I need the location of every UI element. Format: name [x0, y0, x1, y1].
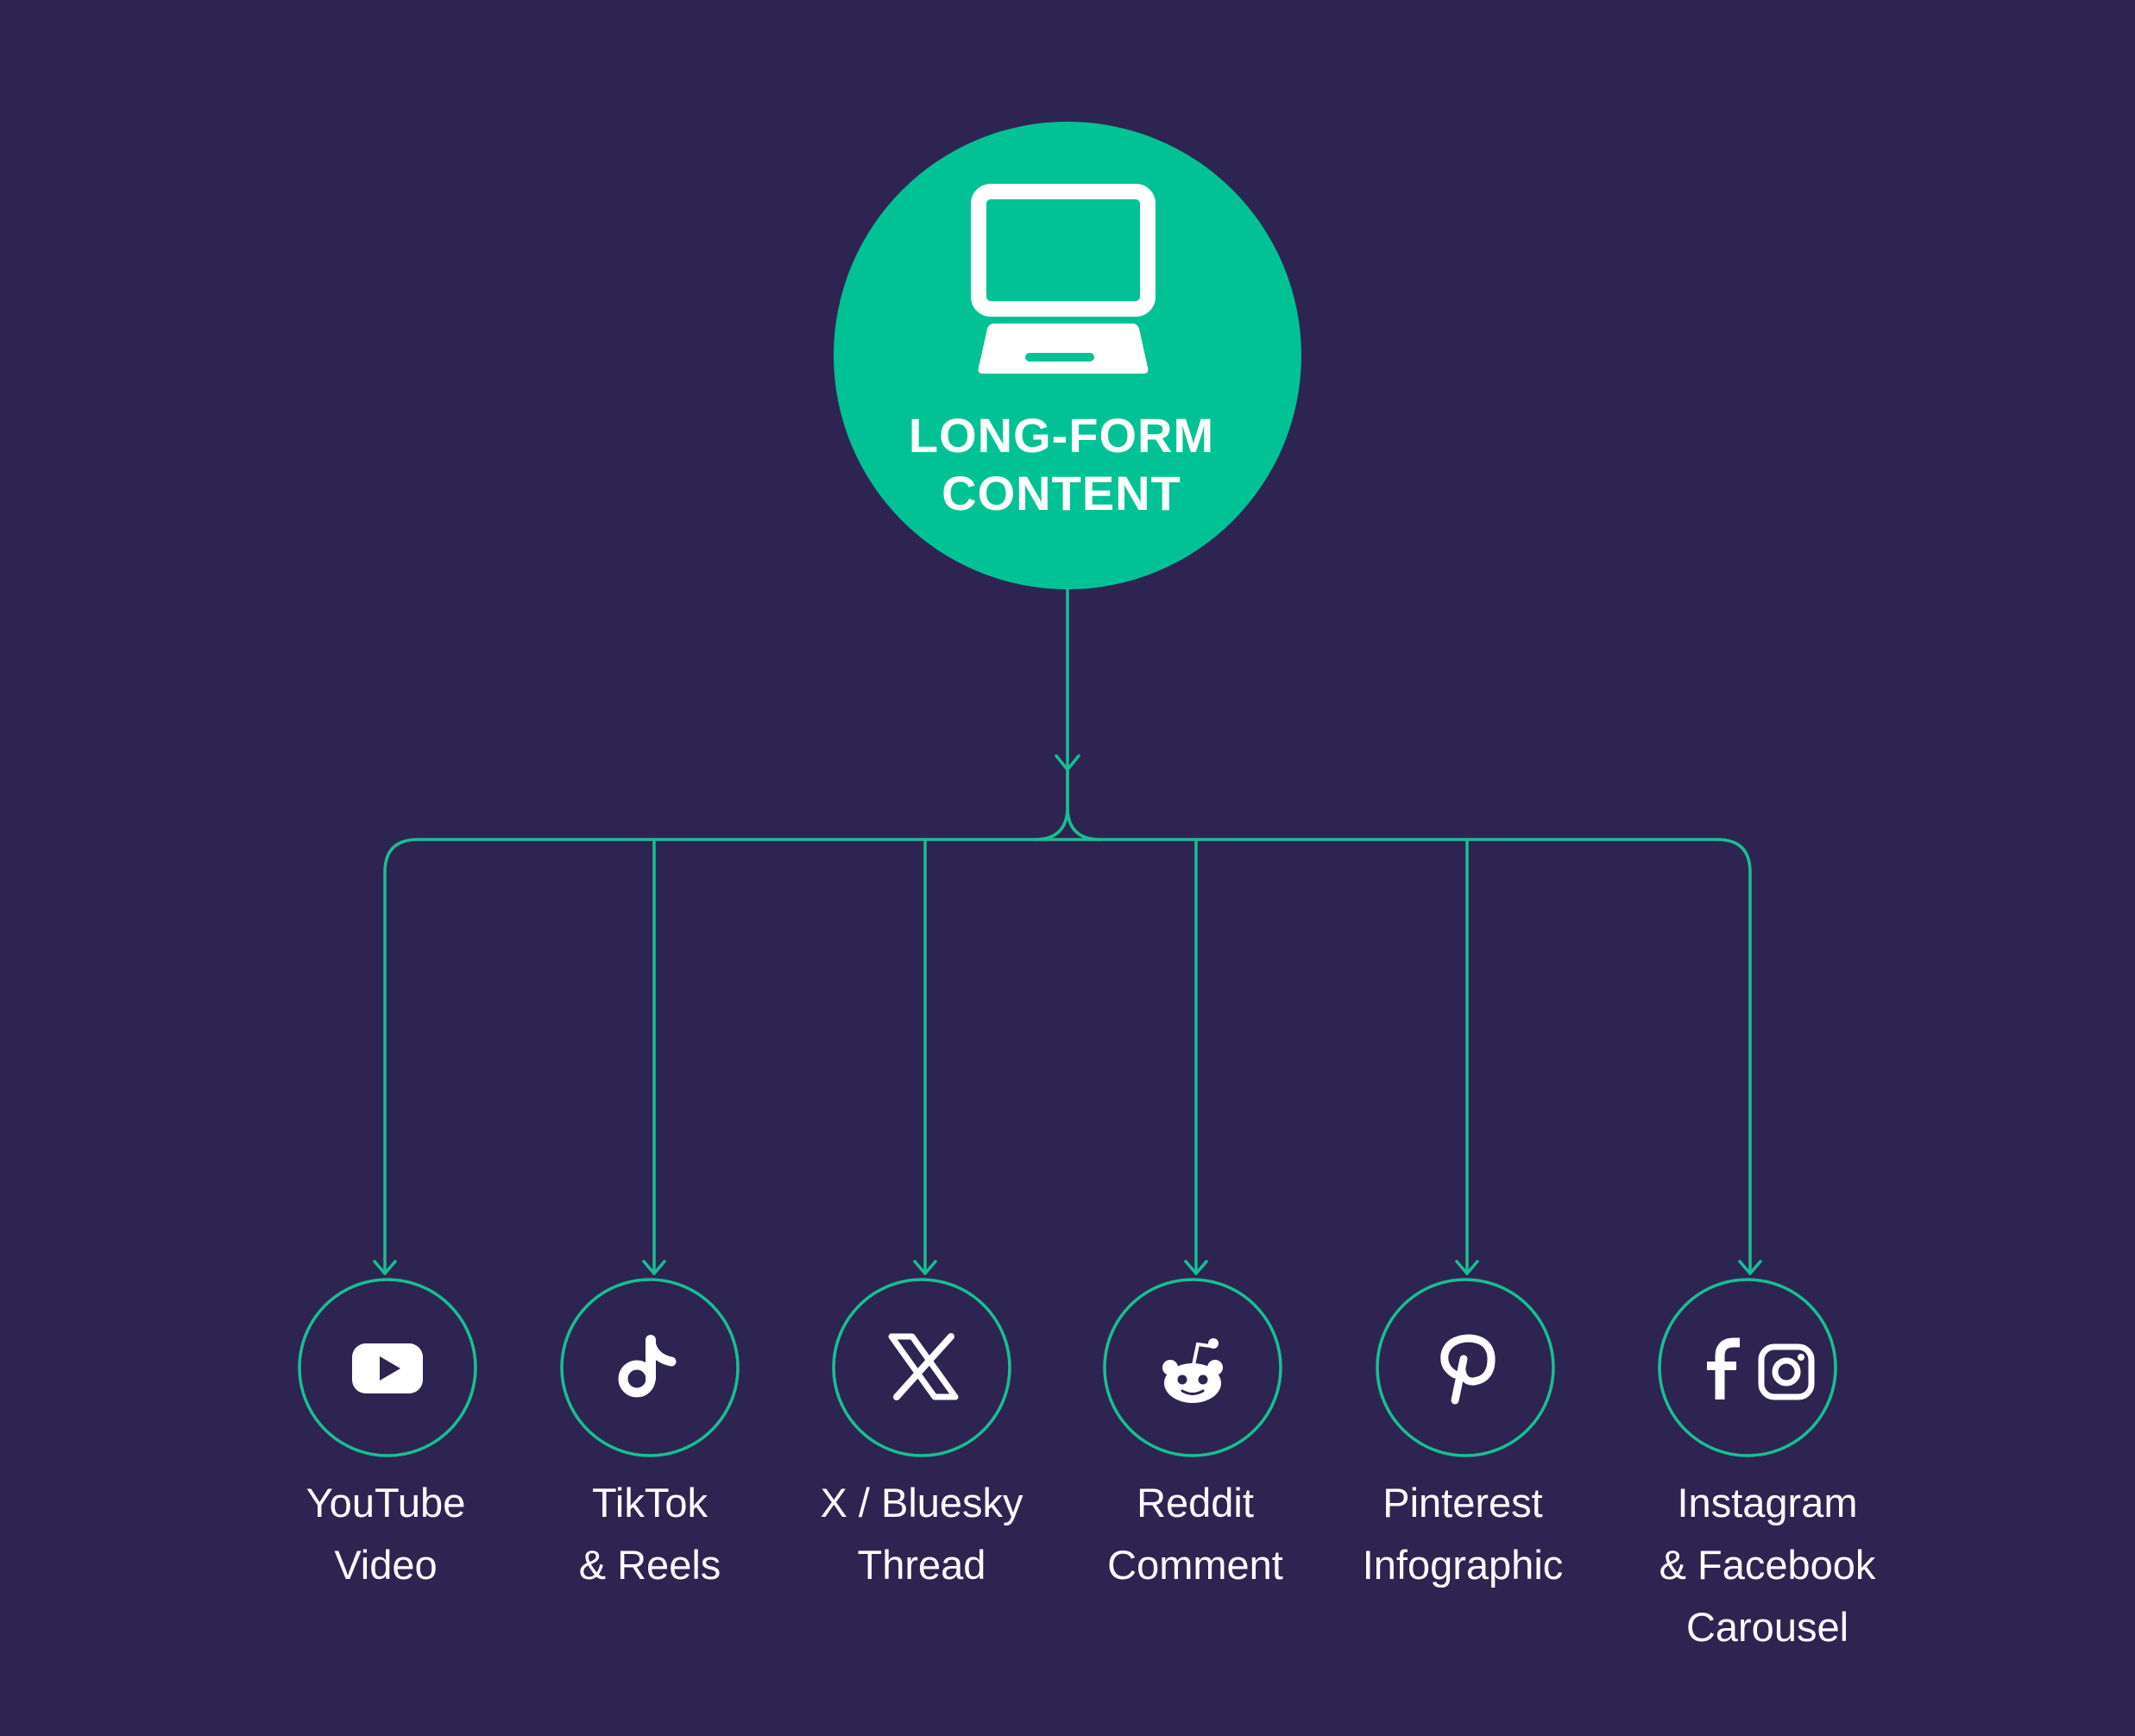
connectors — [373, 587, 1762, 1275]
tiktok-icon — [618, 1335, 677, 1398]
x-label-line-1: X / Bluesky — [820, 1480, 1023, 1525]
root-title-line-1: LONG-FORM — [909, 408, 1214, 462]
instagram-label-line-2: & Facebook — [1660, 1542, 1876, 1588]
drop-line-youtube — [383, 838, 419, 1275]
branch-right-curve — [1066, 768, 1102, 841]
instagram-facebook-node-ring — [1658, 1278, 1837, 1457]
child-node-tiktok: TikTok & Reels — [560, 1278, 740, 1588]
pinterest-icon — [1440, 1334, 1496, 1405]
x-icon — [888, 1333, 959, 1400]
facebook-instagram-icon — [1707, 1337, 1815, 1400]
pinterest-label-line-2: Infographic — [1363, 1542, 1564, 1588]
drop-arrowhead-reddit — [1184, 1260, 1208, 1275]
youtube-icon — [352, 1343, 423, 1393]
reddit-label-line-1: Reddit — [1137, 1480, 1254, 1525]
youtube-node-ring — [298, 1278, 477, 1457]
child-node-x: X / Bluesky Thread — [820, 1278, 1023, 1588]
child-node-pinterest: Pinterest Infographic — [1363, 1278, 1564, 1588]
reddit-icon — [1162, 1338, 1223, 1403]
instagram-label-line-1: Instagram — [1678, 1480, 1858, 1525]
instagram-label-line-3: Carousel — [1686, 1604, 1848, 1650]
reddit-node-ring — [1103, 1278, 1282, 1457]
drop-arrowhead-x — [913, 1260, 937, 1275]
pinterest-label-line-1: Pinterest — [1382, 1480, 1542, 1525]
drop-arrowhead-pinterest — [1455, 1260, 1479, 1275]
tiktok-label-line-2: & Reels — [579, 1542, 721, 1588]
tiktok-label-line-1: TikTok — [592, 1480, 709, 1525]
root-node: LONG-FORM CONTENT — [834, 122, 1301, 589]
branch-left-curve — [1033, 768, 1069, 841]
youtube-label-line-1: YouTube — [306, 1480, 466, 1525]
laptop-icon — [971, 184, 1156, 374]
x-node-ring — [832, 1278, 1011, 1457]
child-node-reddit: Reddit Comment — [1103, 1278, 1283, 1588]
drop-arrowhead-tiktok — [642, 1260, 666, 1275]
reddit-label-line-2: Comment — [1107, 1542, 1283, 1588]
child-node-instagram-facebook: Instagram & Facebook Carousel — [1658, 1278, 1876, 1650]
drop-line-instagram — [1716, 838, 1752, 1275]
youtube-label-line-2: Video — [334, 1542, 437, 1588]
child-node-youtube: YouTube Video — [298, 1278, 477, 1588]
drop-arrowhead-instagram — [1738, 1260, 1762, 1275]
pinterest-node-ring — [1376, 1278, 1555, 1457]
x-label-line-2: Thread — [858, 1542, 986, 1588]
tiktok-node-ring — [560, 1278, 740, 1457]
root-title-line-2: CONTENT — [942, 466, 1181, 520]
drop-arrowhead-youtube — [373, 1260, 397, 1275]
